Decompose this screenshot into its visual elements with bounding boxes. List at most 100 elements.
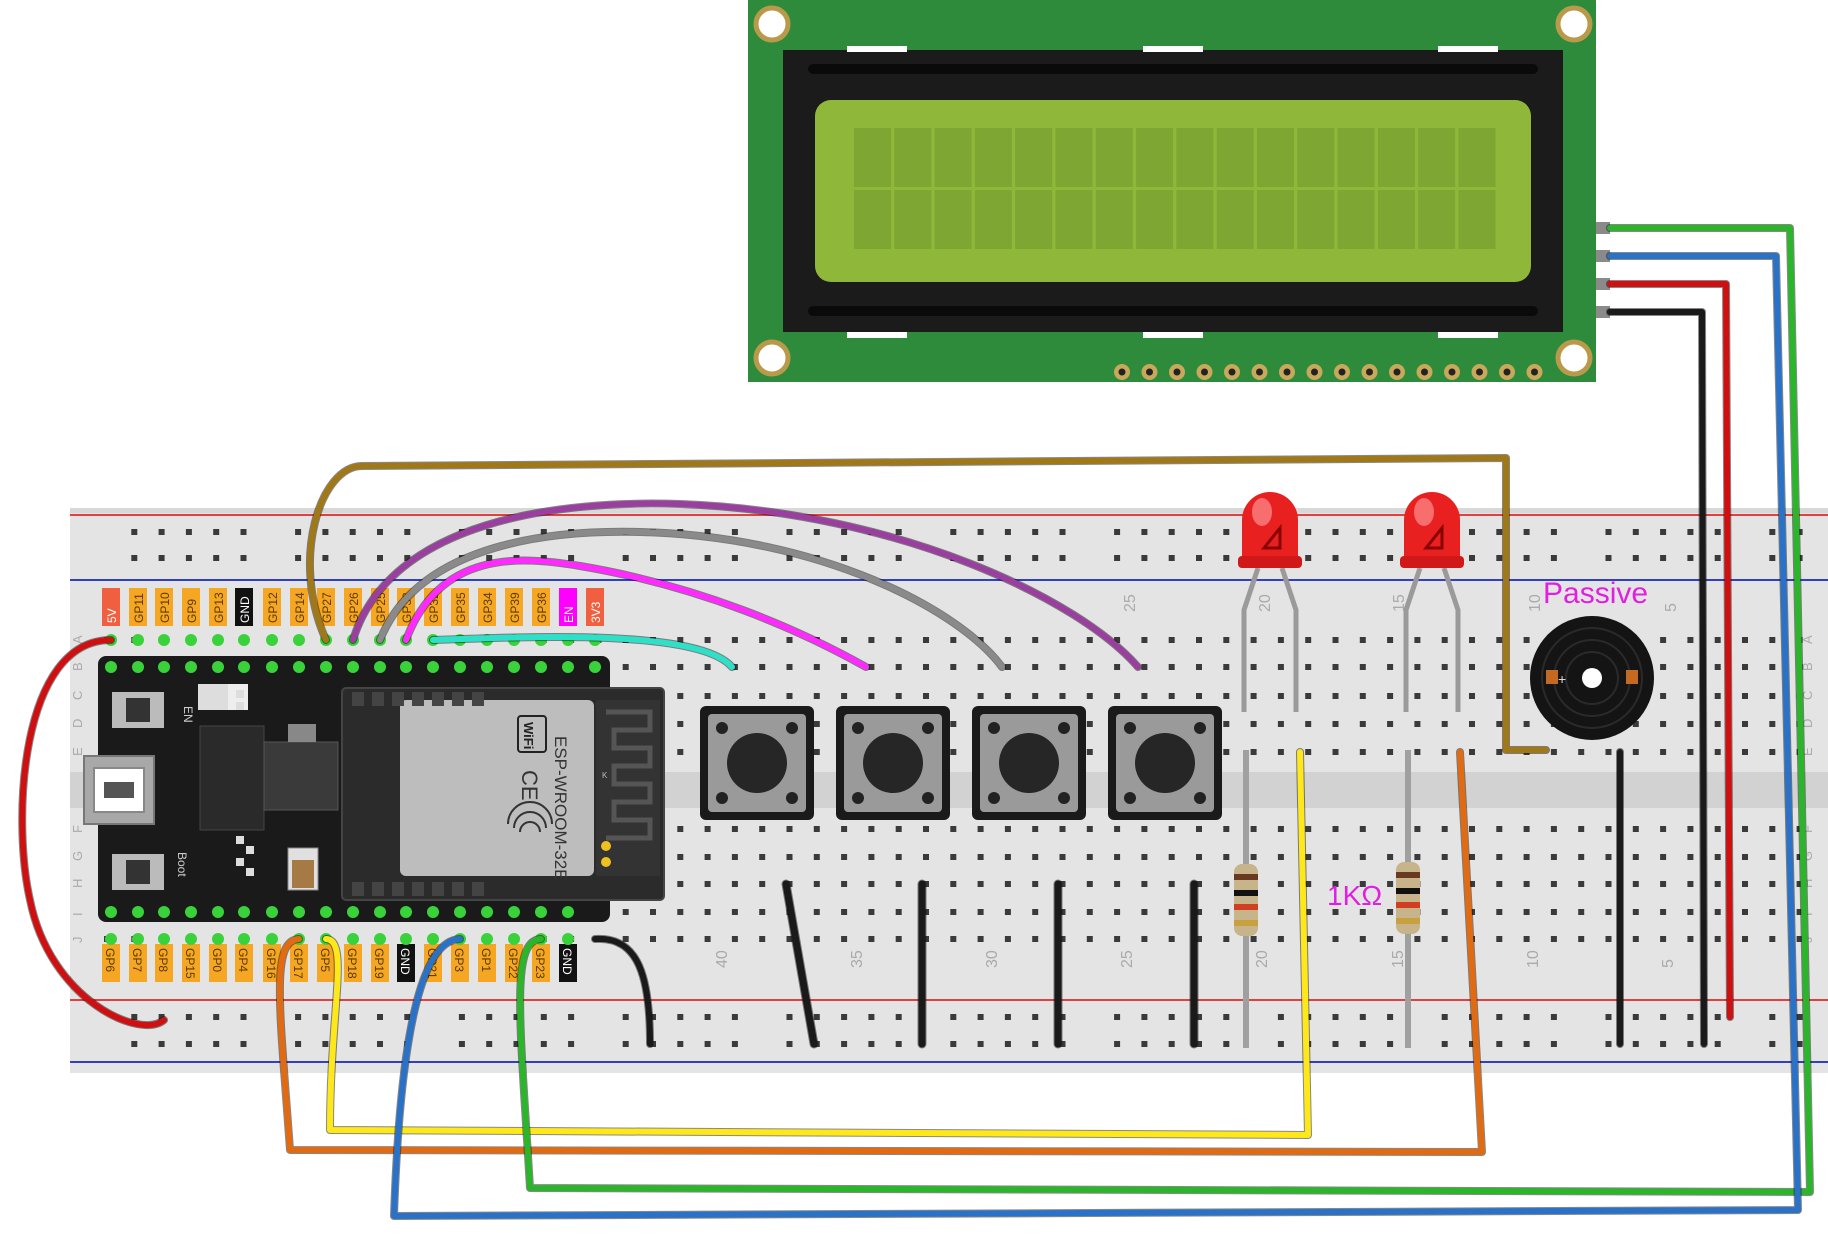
terminal-hole xyxy=(704,637,711,643)
pin-label-en: EN xyxy=(562,606,576,623)
lcd-mount-hole xyxy=(753,339,791,377)
rail-hole xyxy=(131,1014,138,1020)
rail-hole xyxy=(677,1014,684,1020)
terminal-hole xyxy=(977,881,984,887)
lcd-pin-hole xyxy=(1476,368,1483,376)
en-button[interactable] xyxy=(126,698,150,722)
buzzer-label: Passive xyxy=(1543,577,1648,610)
terminal-hole xyxy=(950,826,957,832)
terminal-hole xyxy=(868,826,875,832)
terminal-hole xyxy=(1714,881,1721,887)
terminal-hole xyxy=(1387,721,1394,727)
terminal-hole xyxy=(1250,854,1257,860)
terminal-hole xyxy=(786,637,793,643)
terminal-hole xyxy=(841,664,848,670)
terminal-hole xyxy=(1441,936,1448,942)
terminal-hole xyxy=(1660,936,1667,942)
terminal-hole xyxy=(895,826,902,832)
pin-label-bg xyxy=(235,588,253,626)
terminal-hole xyxy=(731,936,738,942)
push-button-screw xyxy=(1194,722,1206,734)
terminal-hole xyxy=(1769,881,1776,887)
pin-label-gp6: GP6 xyxy=(103,948,117,972)
rail-hole xyxy=(1714,529,1721,535)
rail-hole xyxy=(213,1041,220,1047)
header-pin xyxy=(238,933,250,945)
terminal-hole xyxy=(1687,936,1694,942)
i2c-pin xyxy=(1596,222,1610,234)
header-pin xyxy=(427,661,439,673)
terminal-hole xyxy=(1250,936,1257,942)
push-button-cap[interactable] xyxy=(727,733,787,793)
terminal-hole xyxy=(1332,664,1339,670)
push-button-cap[interactable] xyxy=(863,733,923,793)
terminal-hole xyxy=(895,637,902,643)
rail-hole xyxy=(1769,1041,1776,1047)
rail-hole xyxy=(1769,529,1776,535)
terminal-hole xyxy=(977,826,984,832)
push-button-2[interactable] xyxy=(836,706,950,820)
led-lead xyxy=(1279,567,1299,712)
pin-label-bg xyxy=(344,588,362,626)
rail-hole xyxy=(1332,529,1339,535)
terminal-hole xyxy=(1305,854,1312,860)
push-button-screw xyxy=(852,792,864,804)
wire-gp16-orange xyxy=(276,749,1485,1155)
rail-hole xyxy=(1523,1014,1530,1020)
terminal-hole xyxy=(1714,854,1721,860)
pin-label-bg xyxy=(155,588,173,626)
terminal-hole xyxy=(1223,721,1230,727)
terminal-hole xyxy=(868,664,875,670)
header-pin xyxy=(454,906,466,918)
terminal-hole xyxy=(1032,664,1039,670)
push-button-cap[interactable] xyxy=(999,733,1059,793)
terminal-hole xyxy=(1578,936,1585,942)
terminal-hole xyxy=(1605,909,1612,915)
push-button-3[interactable] xyxy=(972,706,1086,820)
terminal-hole xyxy=(650,909,656,915)
terminal-hole xyxy=(1414,936,1421,942)
lcd-char-cell xyxy=(1297,128,1335,187)
boot-button[interactable] xyxy=(126,860,150,884)
rail-hole xyxy=(486,555,493,561)
terminal-hole xyxy=(1141,693,1148,699)
terminal-hole xyxy=(1714,637,1721,643)
rail-hole xyxy=(1605,1014,1612,1020)
rail-hole xyxy=(1714,555,1721,561)
terminal-hole xyxy=(786,936,793,942)
push-button-screw xyxy=(786,722,798,734)
terminal-hole xyxy=(1004,881,1011,887)
column-number: 20 xyxy=(1257,594,1274,612)
rail-hole xyxy=(322,1041,329,1047)
header-pin xyxy=(238,661,250,673)
push-buttons xyxy=(700,706,1222,820)
terminal-hole xyxy=(1714,749,1721,755)
header-pin xyxy=(132,634,144,646)
rail-hole xyxy=(1332,555,1339,561)
rail-hole xyxy=(1441,1041,1448,1047)
terminal-hole xyxy=(1196,881,1202,887)
resistor-band xyxy=(1396,872,1420,878)
rail-hole xyxy=(895,1041,902,1047)
led-highlight xyxy=(1252,498,1272,526)
terminal-hole xyxy=(1414,854,1421,860)
lcd-char-cell xyxy=(1458,128,1496,187)
push-button-4[interactable] xyxy=(1108,706,1222,820)
terminal-hole xyxy=(1742,664,1748,670)
rail-hole xyxy=(731,529,738,535)
terminal-hole xyxy=(731,693,738,699)
terminal-hole xyxy=(677,664,684,670)
push-button-1[interactable] xyxy=(700,706,814,820)
terminal-hole xyxy=(813,909,820,915)
pin-label-bg xyxy=(102,588,120,626)
terminal-hole xyxy=(1032,881,1039,887)
row-letter: H xyxy=(70,879,85,888)
terminal-hole xyxy=(950,936,957,942)
terminal-hole xyxy=(1277,664,1284,670)
push-button-cap[interactable] xyxy=(1135,733,1195,793)
terminal-hole xyxy=(1305,637,1312,643)
lcd-char-cell xyxy=(1257,128,1294,187)
terminal-hole xyxy=(1742,637,1748,643)
pin-label-bg xyxy=(478,588,496,626)
